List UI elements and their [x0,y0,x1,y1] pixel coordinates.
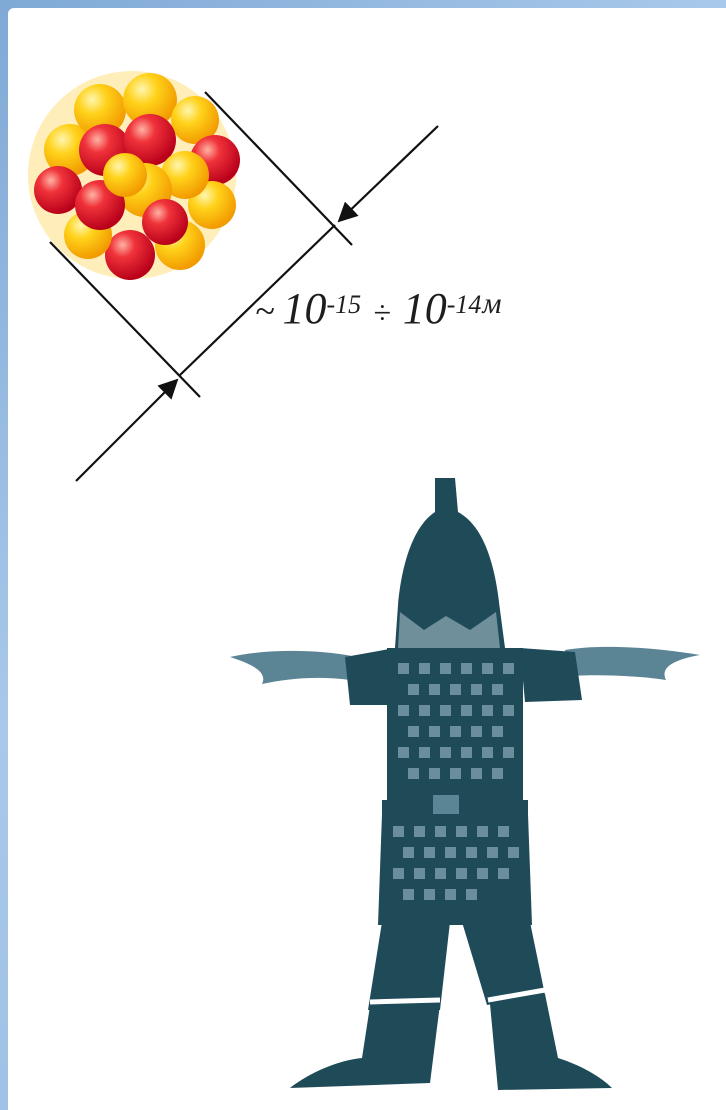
face [398,612,500,648]
leg-left [368,922,450,1010]
exponent-lower: -15 [326,289,362,319]
boot-left [290,1004,440,1088]
arm-left [230,650,352,684]
unit-label: м [482,287,502,320]
approx-symbol: ~ [255,291,275,331]
size-formula-label: ~10-15÷10-14м [255,283,502,334]
boot-right [490,994,612,1090]
arm-right [565,646,700,680]
nucleus-icon [28,71,240,280]
chainmail-pattern [393,663,519,900]
extension-line-lower [49,241,201,398]
extension-line-upper [204,91,353,246]
exponent-upper: -14 [446,289,482,319]
base-lower: 10 [282,284,327,333]
knight-figure-icon [230,478,700,1090]
base-upper: 10 [402,284,447,333]
helmet [395,478,505,648]
dimension-line [179,224,336,376]
leg-right [462,922,545,1005]
arrow-upper [337,125,439,223]
arrow-lower [75,378,179,482]
dimension-lines [49,91,439,482]
range-operator: ÷ [373,294,391,330]
